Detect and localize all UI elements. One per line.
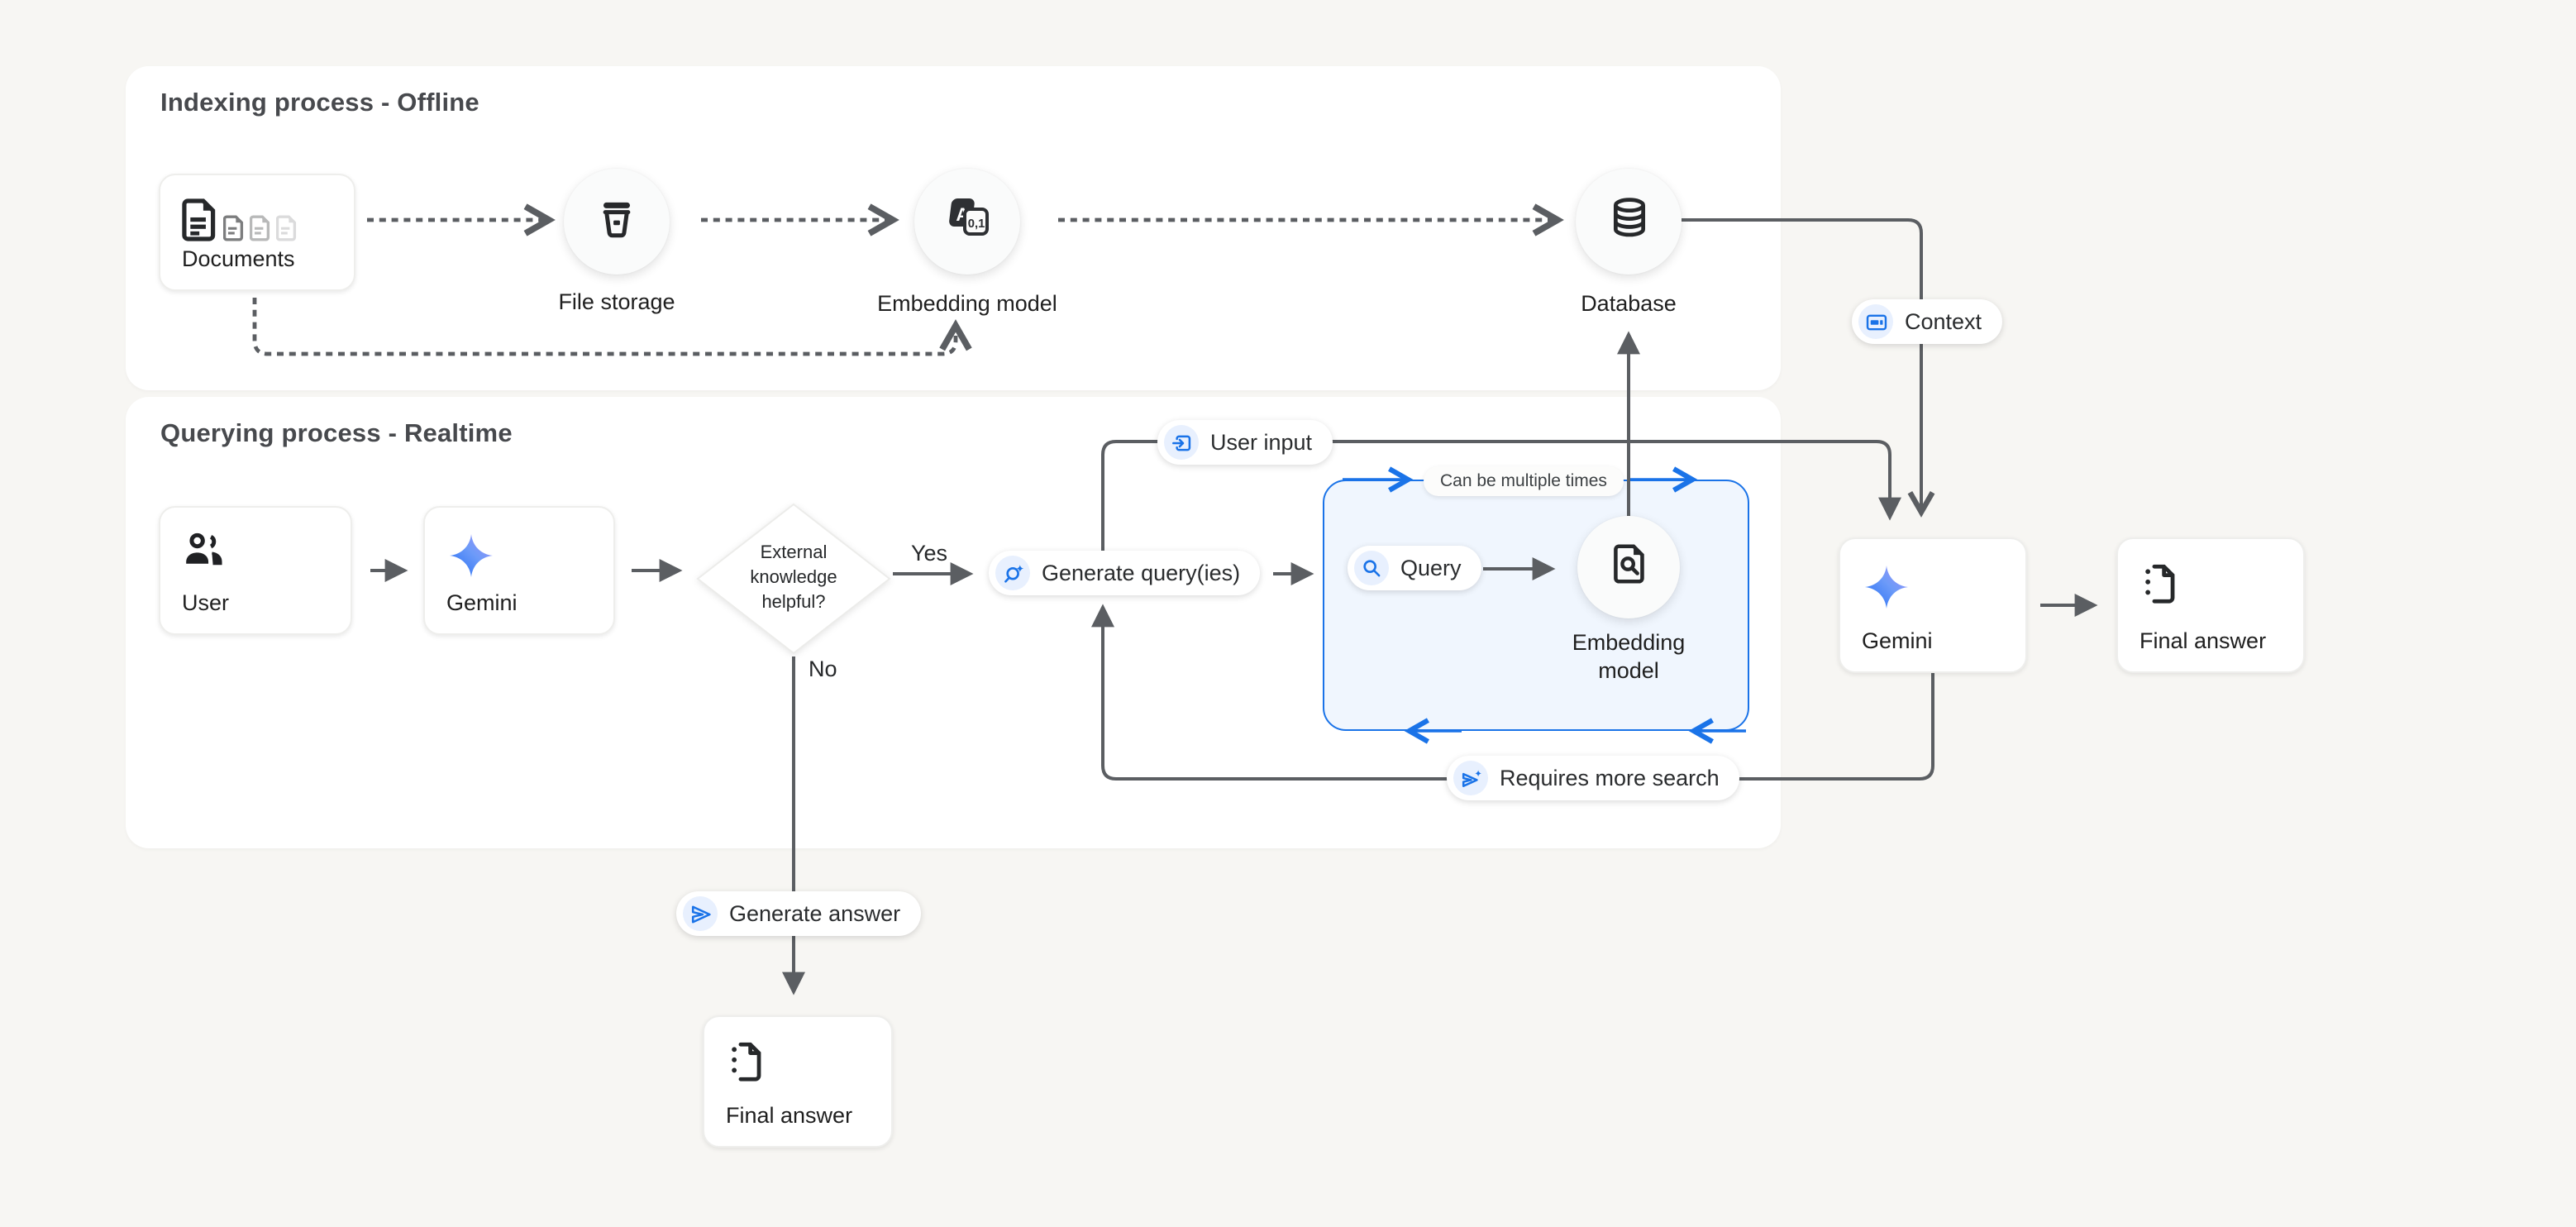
documents-node: Documents bbox=[159, 174, 355, 291]
user-input-label: User input bbox=[1210, 430, 1313, 455]
database-icon bbox=[1606, 195, 1651, 248]
article-icon bbox=[1858, 304, 1893, 339]
user-input-chip: User input bbox=[1157, 420, 1333, 465]
gemini-star-icon bbox=[1862, 562, 2006, 620]
final-answer-doc-icon bbox=[2140, 562, 2283, 614]
database-node bbox=[1576, 169, 1682, 275]
gemini-final-node: Gemini bbox=[1839, 537, 2027, 673]
generate-answer-label: Generate answer bbox=[729, 901, 901, 926]
requires-more-search-label: Requires more search bbox=[1500, 766, 1720, 790]
final-answer-bottom-label: Final answer bbox=[726, 1103, 853, 1128]
embedding-model-realtime-label: Embedding model bbox=[1572, 630, 1686, 683]
final-answer-doc-icon bbox=[726, 1040, 871, 1091]
documents-label: Documents bbox=[182, 246, 295, 271]
file-storage-label: File storage bbox=[558, 289, 675, 314]
context-chip: Context bbox=[1852, 299, 2002, 344]
send-spark-icon bbox=[1453, 761, 1488, 795]
embedding-model-offline-label: Embedding model bbox=[877, 291, 1057, 316]
requires-more-search-chip: Requires more search bbox=[1447, 756, 1739, 800]
query-chip: Query bbox=[1348, 546, 1481, 590]
search-icon bbox=[1354, 551, 1389, 585]
documents-icon bbox=[182, 198, 334, 241]
final-answer-right-label: Final answer bbox=[2140, 628, 2267, 653]
gemini-label: Gemini bbox=[446, 590, 518, 615]
decision-label: External knowledge helpful? bbox=[750, 543, 837, 613]
gemini-final-label: Gemini bbox=[1862, 628, 1933, 653]
querying-panel-title: Querying process - Realtime bbox=[160, 420, 513, 448]
retrieval-loop-box bbox=[1323, 480, 1749, 731]
loop-note-label: Can be multiple times bbox=[1440, 471, 1607, 491]
user-label: User bbox=[182, 590, 230, 615]
embedding-model-realtime-node bbox=[1577, 516, 1680, 618]
user-node: User bbox=[159, 506, 352, 635]
search-spark-icon bbox=[995, 556, 1030, 590]
send-icon bbox=[683, 896, 718, 931]
query-label: Query bbox=[1400, 556, 1462, 580]
input-icon bbox=[1164, 425, 1199, 460]
loop-note-pill: Can be multiple times bbox=[1424, 466, 1624, 496]
file-storage-node bbox=[564, 169, 670, 275]
no-label: No bbox=[809, 656, 837, 681]
generate-answer-chip: Generate answer bbox=[676, 891, 921, 936]
generate-queries-label: Generate query(ies) bbox=[1042, 561, 1241, 585]
gemini-star-icon bbox=[446, 531, 594, 589]
context-label: Context bbox=[1905, 309, 1982, 334]
decision-node: External knowledge helpful? bbox=[693, 499, 894, 658]
bucket-icon bbox=[595, 196, 638, 247]
gemini-node: Gemini bbox=[423, 506, 615, 635]
yes-label: Yes bbox=[911, 541, 948, 566]
svg-text:0,1: 0,1 bbox=[968, 217, 985, 230]
generate-queries-chip: Generate query(ies) bbox=[989, 551, 1261, 595]
doc-search-icon bbox=[1609, 542, 1648, 593]
final-answer-right-node: Final answer bbox=[2116, 537, 2305, 673]
user-group-icon bbox=[182, 531, 331, 575]
final-answer-bottom-node: Final answer bbox=[703, 1015, 893, 1148]
database-label: Database bbox=[1581, 291, 1677, 316]
indexing-panel-title: Indexing process - Offline bbox=[160, 89, 479, 117]
